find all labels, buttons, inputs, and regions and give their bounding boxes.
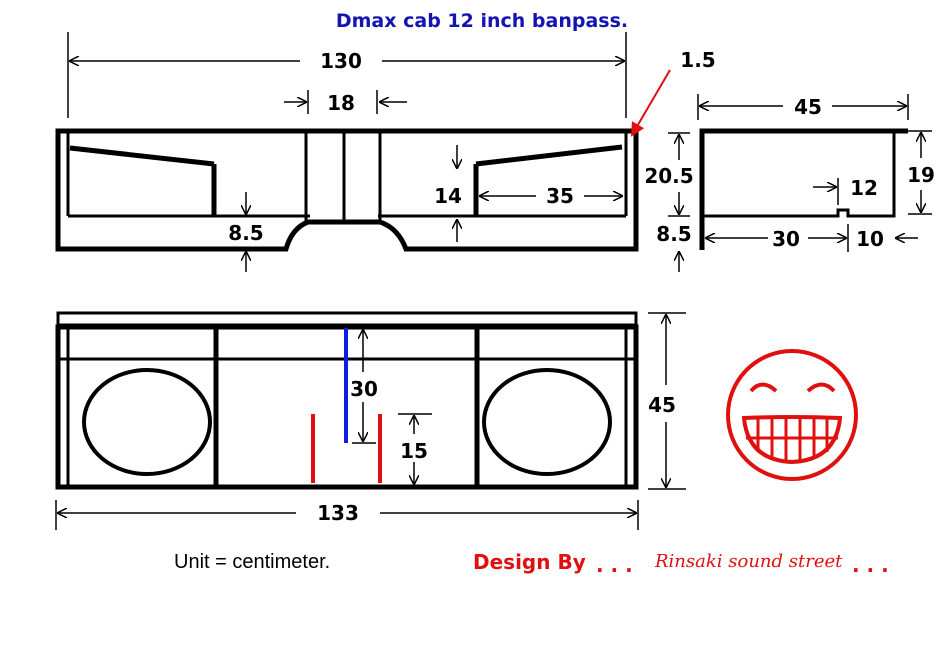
dim-133: 133 xyxy=(317,501,359,525)
front-outline xyxy=(55,324,639,490)
baffle-left xyxy=(69,145,215,167)
dim-14: 14 xyxy=(434,184,462,208)
designer-dots: . . . xyxy=(852,553,889,577)
dim-45-front: 45 xyxy=(648,393,676,417)
front-view: 30 15 45 133 xyxy=(55,311,686,530)
side-outline-inner xyxy=(703,131,896,218)
dim-15: 15 xyxy=(400,439,428,463)
side-view: 45 19 12 30 10 xyxy=(697,94,935,252)
dim-18: 18 xyxy=(327,91,355,115)
dim-20-5: 20.5 xyxy=(644,164,693,188)
unit-note: Unit = centimeter. xyxy=(174,551,330,573)
speaker-left xyxy=(82,368,212,476)
baffle-right xyxy=(475,144,623,167)
dim-35: 35 xyxy=(546,184,574,208)
designer-name: Rinsaki sound street xyxy=(654,551,843,572)
dim-8-5-side: 8.5 xyxy=(656,222,691,246)
dim-12: 12 xyxy=(850,176,878,200)
dim-19: 19 xyxy=(907,163,935,187)
top-view: 130 18 14 35 8.5 xyxy=(55,32,716,272)
speaker-right xyxy=(482,368,612,476)
front-top-lid xyxy=(56,311,638,327)
dim-1-5: 1.5 xyxy=(680,48,715,72)
dim-30-front: 30 xyxy=(350,377,378,401)
dim-30-side: 30 xyxy=(772,227,800,251)
smiley-icon xyxy=(726,349,858,481)
dim-130: 130 xyxy=(320,49,362,73)
design-by-dots: . . . xyxy=(596,553,633,577)
side-outline-outer xyxy=(699,128,908,250)
dim-8-5-base: 8.5 xyxy=(228,221,263,245)
wall-thickness-pointer xyxy=(630,69,671,137)
dim-10: 10 xyxy=(856,227,884,251)
diagram-title: Dmax cab 12 inch banpass. xyxy=(336,10,628,32)
design-by-label: Design By xyxy=(473,550,586,574)
dim-45-side: 45 xyxy=(794,95,822,119)
